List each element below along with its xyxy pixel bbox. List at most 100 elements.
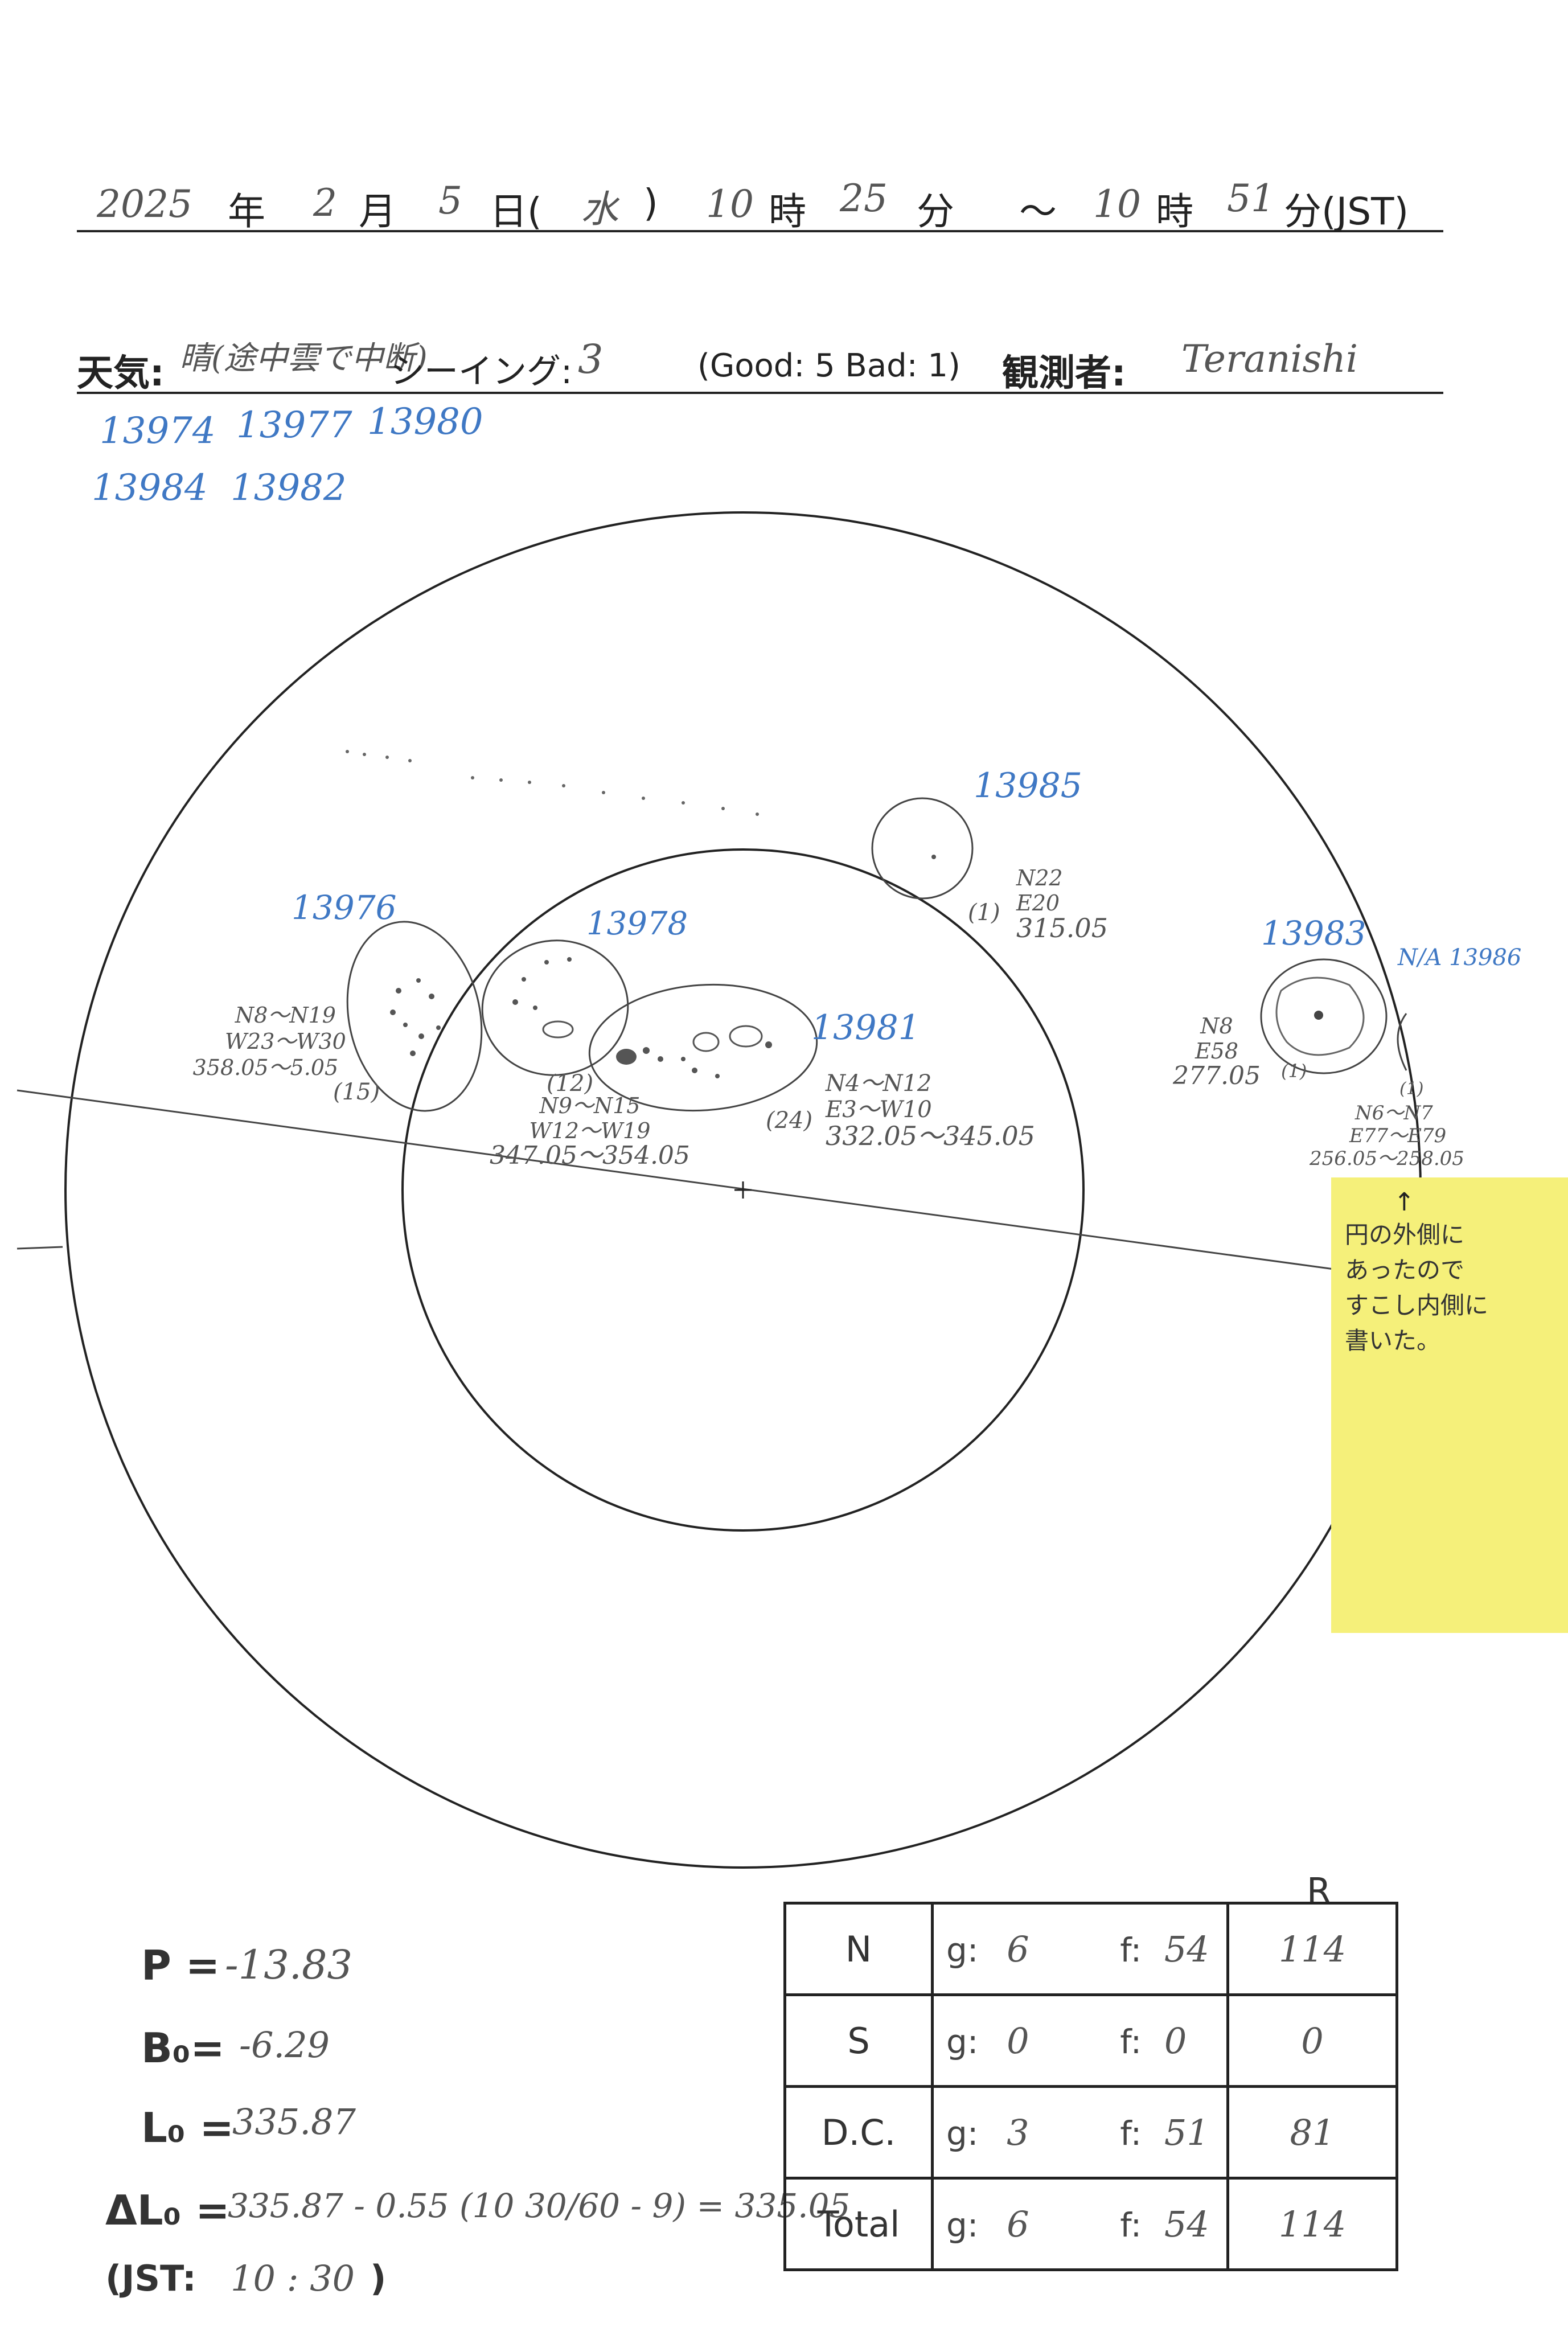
- group-13985-coords: N22 E20 315.05: [1016, 865, 1108, 941]
- group-13978-cm: 347.05〜354.05: [490, 1141, 690, 1170]
- g-label: g:: [946, 2022, 979, 2061]
- day-label: 日(: [490, 190, 542, 233]
- row-total-g: 6: [1007, 2203, 1029, 2245]
- group-13985-cm: 315.05: [1016, 913, 1108, 943]
- group-13978-count: (12): [547, 1070, 594, 1097]
- group-13976-coords: N8〜N19 W23〜W30 358.05〜5.05: [193, 1002, 346, 1081]
- group-13983-lon: E58: [1195, 1039, 1239, 1064]
- row-s-r: 0: [1226, 1993, 1398, 2088]
- weather-value: 晴(途中雲で中断): [179, 340, 428, 377]
- group-13978-id: 13978: [586, 905, 688, 942]
- group-13976-count: (15): [333, 1079, 380, 1105]
- sticky-note-arrow: ↑: [1394, 1188, 1415, 1217]
- group-13985-lat: N22: [1016, 865, 1063, 890]
- row-n-g: 6: [1007, 1928, 1029, 1970]
- group-13976-cm: 358.05〜5.05: [192, 1055, 339, 1080]
- minute-end: 51: [1227, 177, 1275, 220]
- year-label: 年: [228, 190, 265, 233]
- group-13983-coords: N8 E58 277.05: [1173, 1013, 1261, 1089]
- g-label: g:: [946, 1930, 979, 1969]
- group-13985-spot: [931, 855, 936, 859]
- jst-label: (JST:: [105, 2258, 196, 2299]
- date-row: 2025 年 2 月 5 日( 水 ) 10 時 25 分 〜 10 時 51 …: [97, 171, 1463, 239]
- region-list-item: 13980: [367, 401, 483, 443]
- row-total-gf: g: 6 f: 54: [931, 2177, 1229, 2271]
- sticky-note: ↑ 円の外側に あったので すこし内側に 書いた。: [1331, 1177, 1568, 1633]
- time-range-tilde: 〜: [1019, 190, 1057, 233]
- group-limb-lon: E77〜E79: [1349, 1125, 1447, 1147]
- p-label: P =: [141, 1942, 220, 1989]
- row-dc-r: 81: [1226, 2085, 1398, 2180]
- region-list-item: 13974: [100, 410, 216, 452]
- row-s-g: 0: [1007, 2020, 1029, 2062]
- row-n-gf: g: 6 f: 54: [931, 1902, 1229, 1996]
- p-value: -13.83: [225, 1942, 353, 1988]
- group-13983-penumbra: [1275, 976, 1365, 1056]
- observer-label: 観測者:: [1002, 352, 1126, 395]
- row-dc-g: 3: [1007, 2111, 1029, 2153]
- timezone-label: 分(JST): [1284, 190, 1409, 233]
- group-13985-id: 13985: [974, 766, 1082, 806]
- month-label: 月: [359, 190, 396, 233]
- row-total-f: 54: [1164, 2203, 1209, 2245]
- region-list-item: 13984: [92, 467, 208, 509]
- equator-line: [17, 1089, 1339, 1271]
- weekday-close: ): [643, 181, 658, 225]
- row-n-f: 54: [1164, 1928, 1209, 1970]
- dl0-value: 335.87 - 0.55 (10 30/60 - 9) = 335.05: [228, 2186, 851, 2225]
- group-13976-outline: [346, 921, 483, 1112]
- left-axis-tick: [17, 1246, 63, 1250]
- jst-value: 10 : 30: [231, 2258, 355, 2299]
- row-label-n: N: [783, 1902, 934, 1996]
- minute-start: 25: [840, 177, 888, 220]
- group-13981-lon: E3〜W10: [826, 1097, 932, 1123]
- row-total-r: 114: [1226, 2177, 1398, 2271]
- hour-label-end: 時: [1156, 190, 1193, 233]
- group-13976-lat: N8〜N19: [235, 1003, 336, 1028]
- b0-label: B₀=: [141, 2024, 225, 2072]
- group-limb-outline: [1397, 1013, 1407, 1071]
- region-list-item: 13977: [236, 404, 352, 446]
- dotted-track: [346, 750, 759, 816]
- group-13985-outline: [871, 797, 974, 900]
- row-s-gf: g: 0 f: 0: [931, 1993, 1229, 2088]
- group-13978-lon: W12〜W19: [529, 1118, 651, 1143]
- weather-underline: [77, 392, 1443, 394]
- region-list-item: 13982: [231, 467, 347, 509]
- group-limb-coords: N6〜N7 E77〜E79 256.05〜258.05: [1310, 1102, 1560, 1170]
- g-label: g:: [946, 2114, 979, 2153]
- weather-row: 天気: 晴(途中雲で中断) シーイング: 3 (Good: 5 Bad: 1) …: [77, 330, 1443, 395]
- dl0-label: ΔL₀ =: [105, 2186, 230, 2234]
- table-row: S g: 0 f: 0 0: [783, 1993, 1398, 2088]
- f-label: f:: [1120, 1930, 1142, 1969]
- jst-close: ): [370, 2258, 387, 2299]
- weekday-value: 水: [581, 187, 618, 231]
- f-label: f:: [1120, 2114, 1142, 2153]
- group-13981-spots: [616, 1025, 772, 1078]
- weather-label: 天気:: [77, 352, 165, 395]
- inner-disk-circle: [401, 848, 1085, 1532]
- group-13983-outline: [1260, 958, 1388, 1074]
- row-s-f: 0: [1164, 2020, 1187, 2062]
- group-13978-lat: N9〜N15: [539, 1093, 641, 1118]
- minute-label-start: 分: [917, 190, 954, 233]
- group-limb-id: N/A 13986: [1398, 945, 1522, 971]
- hour-end: 10: [1093, 182, 1141, 226]
- group-13981-outline: [588, 983, 818, 1112]
- observer-value: Teranishi: [1181, 337, 1358, 381]
- day-value: 5: [438, 179, 462, 223]
- group-limb-cm: 256.05〜258.05: [1310, 1147, 1464, 1170]
- sticky-note-text: 円の外側に あったので すこし内側に 書いた。: [1345, 1221, 1489, 1355]
- group-13976-id: 13976: [292, 888, 397, 927]
- group-13983-umbra: [1314, 1011, 1323, 1020]
- table-row: N g: 6 f: 54 114: [783, 1902, 1398, 1996]
- table-row: D.C. g: 3 f: 51 81: [783, 2085, 1398, 2180]
- hour-start: 10: [706, 182, 754, 226]
- group-limb-count: (1): [1399, 1079, 1424, 1099]
- group-13978-outline: [481, 939, 629, 1076]
- group-13978-coords: N9〜N15 W12〜W19 347.05〜354.05: [490, 1093, 690, 1168]
- hour-label-start: 時: [769, 190, 806, 233]
- group-13983-count: (1): [1281, 1060, 1307, 1082]
- month-value: 2: [313, 181, 337, 225]
